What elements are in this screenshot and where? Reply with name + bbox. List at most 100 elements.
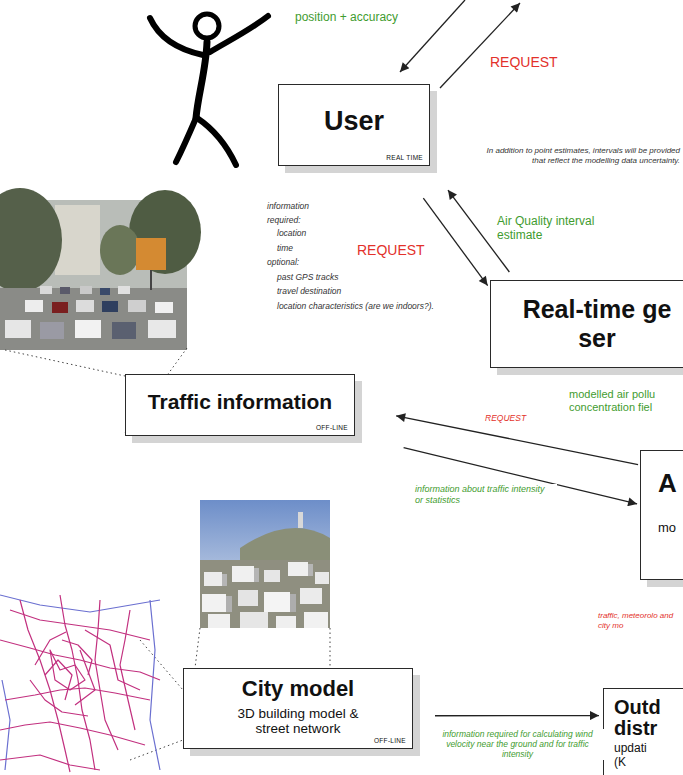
- city-render: [204, 572, 222, 586]
- traffic-photo: [5, 320, 31, 338]
- process-box: City model 3D building model & street net…: [183, 668, 413, 749]
- annotation-text: location: [275, 228, 308, 238]
- request-arrow: [400, 0, 520, 88]
- traffic-photo: [76, 300, 94, 312]
- traffic-photo: [150, 270, 152, 290]
- traffic-photo: [100, 288, 110, 295]
- street-map: [0, 755, 100, 770]
- city-render: [238, 590, 258, 606]
- city-render: [240, 612, 268, 628]
- stick-figure: [195, 14, 219, 38]
- process-box: Amo: [640, 450, 683, 580]
- traffic-photo: [0, 188, 201, 350]
- street-map: [0, 595, 160, 772]
- traffic-photo: [112, 322, 136, 339]
- city-render: [264, 592, 290, 612]
- street-map: [120, 610, 135, 730]
- city-render: [315, 572, 329, 584]
- flow-arrow: [423, 198, 487, 285]
- traffic-photo: [129, 190, 201, 274]
- city-render: [200, 500, 330, 628]
- traffic-photo: [118, 286, 130, 294]
- street-map: [45, 660, 72, 700]
- traffic-photo: [52, 302, 68, 313]
- edge-label: Air Quality interval estimate: [495, 214, 604, 243]
- traffic-photo: [148, 320, 176, 338]
- traffic-photo: [40, 286, 52, 294]
- city-render: [200, 560, 330, 628]
- edge-label: REQUEST: [355, 242, 427, 259]
- city-render: [308, 564, 313, 576]
- leader-line: [330, 628, 331, 668]
- stick-figure: [150, 18, 203, 55]
- city-render: [200, 500, 330, 628]
- traffic-photo: [80, 286, 92, 294]
- street-map: [10, 610, 150, 640]
- traffic-photo: [60, 287, 70, 294]
- traffic-photo: [155, 302, 173, 313]
- connectors: [396, 190, 638, 716]
- process-box: Traffic informationOFF-LINE: [125, 374, 355, 436]
- city-render: [276, 616, 296, 628]
- mode-tag: REAL TIME: [386, 155, 423, 162]
- request-arrow: [400, 0, 465, 72]
- stick-figure: [176, 118, 196, 162]
- process-box: Real-time ge ser: [490, 280, 683, 368]
- city-render: [202, 594, 226, 612]
- annotation-text: time: [275, 243, 295, 253]
- annotation-text: optional:: [265, 257, 301, 267]
- leader-line: [5, 350, 125, 376]
- traffic-photo: [0, 288, 187, 350]
- stick-figure: [150, 14, 268, 165]
- box-title: Outd distr: [614, 697, 676, 739]
- box-title: Traffic information: [148, 390, 332, 414]
- street-map: [20, 600, 70, 772]
- city-render: [254, 568, 259, 582]
- process-box: Outd distr updati (K: [603, 688, 683, 775]
- annotation-text: traffic, meteorolo and city mo: [596, 611, 683, 630]
- annotation-text: past GPS tracks: [275, 272, 340, 282]
- edge-label: information about traffic intensity or s…: [413, 484, 557, 506]
- street-map: [0, 595, 160, 612]
- street-map: [2, 680, 10, 770]
- street-map: [60, 595, 95, 770]
- annotation-text: In addition to point estimates, interval…: [470, 146, 682, 165]
- street-map: [35, 632, 66, 665]
- box-title: City model: [242, 676, 354, 701]
- traffic-photo: [100, 225, 140, 275]
- traffic-photo: [128, 300, 146, 312]
- annotation-text: location characteristics (are we indoors…: [275, 301, 436, 311]
- stick-figure: [197, 118, 236, 165]
- traffic-photo: [136, 238, 166, 270]
- box-title: User: [324, 106, 384, 137]
- street-map: [0, 640, 160, 680]
- street-map: [30, 680, 88, 716]
- city-render: [288, 562, 308, 576]
- city-render: [264, 570, 280, 582]
- city-render: [222, 574, 227, 586]
- traffic-photo: [102, 301, 118, 312]
- leader-line: [195, 628, 200, 668]
- city-render: [232, 566, 254, 582]
- annotation-text: travel destination: [275, 286, 343, 296]
- street-map: [0, 722, 145, 745]
- city-render: [290, 594, 296, 612]
- stick-figure: [210, 16, 268, 52]
- box-subtitle: updati (K: [614, 742, 658, 770]
- box-title: A: [658, 469, 677, 499]
- traffic-photo: [25, 300, 43, 312]
- street-map: [75, 650, 95, 705]
- annotation-text: modelled air pollu concentration fiel: [567, 388, 683, 414]
- box-subtitle: 3D building model & street network: [223, 706, 373, 737]
- mode-tag: OFF-LINE: [316, 425, 348, 432]
- box-title: Real-time ge ser: [511, 295, 683, 353]
- box-subtitle: mo: [658, 521, 676, 536]
- traffic-photo: [40, 322, 64, 339]
- street-map: [95, 600, 118, 750]
- edge-label: information required for calculating win…: [428, 729, 607, 760]
- city-render: [226, 596, 232, 612]
- street-map: [5, 688, 150, 700]
- leader-line: [140, 640, 183, 690]
- annotation-text: position + accuracy: [293, 10, 400, 24]
- street-map: [150, 600, 160, 770]
